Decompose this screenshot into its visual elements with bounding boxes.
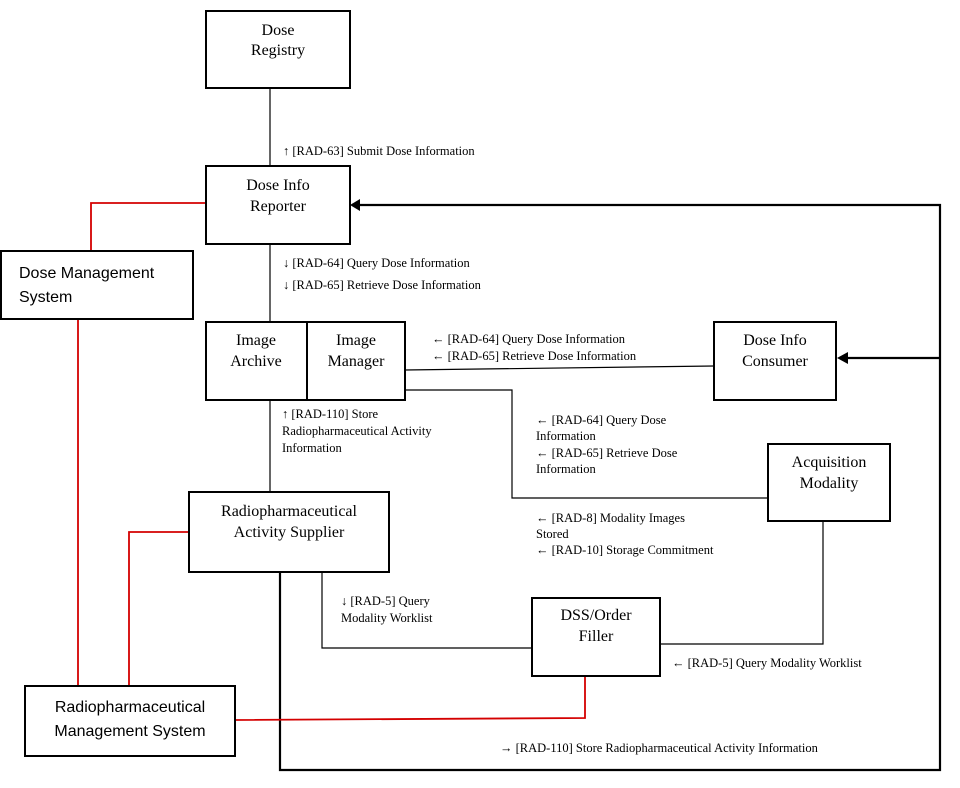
dose-info-consumer-label-line1: Dose Info [743, 332, 807, 349]
dose-info-reporter-label-line1: Dose Info [246, 177, 310, 194]
txn-consumer-query: ← [RAD-64] Query Dose Information [432, 332, 626, 346]
image-manager-label-line1: Image [336, 332, 376, 349]
supplier-return-loop-line [278, 203, 942, 772]
transaction-labels: ↑ [RAD-63] Submit Dose Information ↓ [RA… [282, 144, 862, 755]
txn-store-activity-up-line2: Radiopharmaceutical Activity [282, 424, 432, 438]
txn-query-worklist-down-line1: ↓ [RAD-5] Query [341, 594, 431, 608]
manager-modality-line [405, 389, 768, 499]
acquisition-modality-box: Acquisition Modality [767, 443, 891, 522]
dose-registry-label-line2: Registry [251, 42, 305, 59]
txn-query-worklist-left: ← [RAD-5] Query Modality Worklist [672, 656, 862, 670]
image-archive-label-line2: Archive [230, 353, 282, 370]
txn-query-worklist-down-line2: Modality Worklist [341, 611, 433, 625]
rms-label-line1: Radiopharmaceutical [55, 699, 205, 716]
txn-reporter-query: ↓ [RAD-64] Query Dose Information [283, 256, 471, 270]
acquisition-modality-label-line2: Modality [800, 475, 859, 492]
dss-order-filler-label-line1: DSS/Order [560, 607, 632, 624]
dss-order-filler-label-line2: Filler [579, 628, 614, 645]
radiopharmaceutical-management-system-box: Radiopharmaceutical Management System [24, 685, 236, 757]
txn-modality-retrieve-line1: ← [RAD-65] Retrieve Dose [536, 446, 678, 460]
dose-info-reporter-box: Dose Info Reporter [205, 165, 351, 245]
arrowhead-to-consumer [837, 352, 848, 364]
txn-modality-query-line2: Information [536, 429, 596, 443]
dss-order-filler-box: DSS/Order Filler [531, 597, 661, 677]
image-archive-label-line1: Image [236, 332, 276, 349]
dose-info-reporter-label-line2: Reporter [250, 198, 307, 215]
dose-info-consumer-label-line2: Consumer [742, 353, 808, 370]
radiopharmaceutical-activity-supplier-box: Radiopharmaceutical Activity Supplier [188, 491, 390, 573]
dms-reporter-red-line [90, 202, 206, 251]
rms-dss-red-line [234, 676, 586, 721]
image-manager-label-line2: Manager [328, 353, 386, 370]
modality-dss-line [660, 520, 824, 645]
arrowhead-to-reporter [350, 199, 360, 211]
txn-reporter-retrieve: ↓ [RAD-65] Retrieve Dose Information [283, 278, 482, 292]
dose-management-system-box: Dose Management System [0, 250, 194, 320]
txn-submit-dose: ↑ [RAD-63] Submit Dose Information [283, 144, 475, 158]
rms-supplier-red-line [128, 531, 189, 686]
red-connectors [77, 202, 586, 721]
dose-management-system-label-line2: System [19, 289, 72, 306]
ras-label-line2: Activity Supplier [234, 524, 345, 541]
txn-modality-images-line2: Stored [536, 527, 569, 541]
acquisition-modality-label-line1: Acquisition [792, 454, 867, 471]
txn-storage-commitment: ← [RAD-10] Storage Commitment [536, 543, 714, 557]
txn-store-activity-up-line3: Information [282, 441, 342, 455]
black-connectors [269, 88, 942, 772]
txn-modality-images-line1: ← [RAD-8] Modality Images [536, 511, 685, 525]
dose-registry-box: Dose Registry [205, 10, 351, 89]
ras-label-line1: Radiopharmaceutical [221, 503, 357, 520]
txn-modality-query-line1: ← [RAD-64] Query Dose [536, 413, 667, 427]
txn-modality-retrieve-line2: Information [536, 462, 596, 476]
txn-store-activity-up-line1: ↑ [RAD-110] Store [282, 407, 379, 421]
dose-info-consumer-box: Dose Info Consumer [713, 321, 837, 401]
image-archive-manager-box: Image Archive Image Manager [205, 321, 406, 401]
txn-consumer-retrieve: ← [RAD-65] Retrieve Dose Information [432, 349, 637, 363]
dose-registry-label-line1: Dose [262, 22, 295, 39]
supplier-dss-line [321, 572, 532, 649]
manager-consumer-line [404, 365, 715, 371]
rms-label-line2: Management System [54, 723, 205, 740]
dose-management-system-label-line1: Dose Management [19, 265, 155, 282]
txn-store-activity-right: → [RAD-110] Store Radiopharmaceutical Ac… [500, 741, 819, 755]
